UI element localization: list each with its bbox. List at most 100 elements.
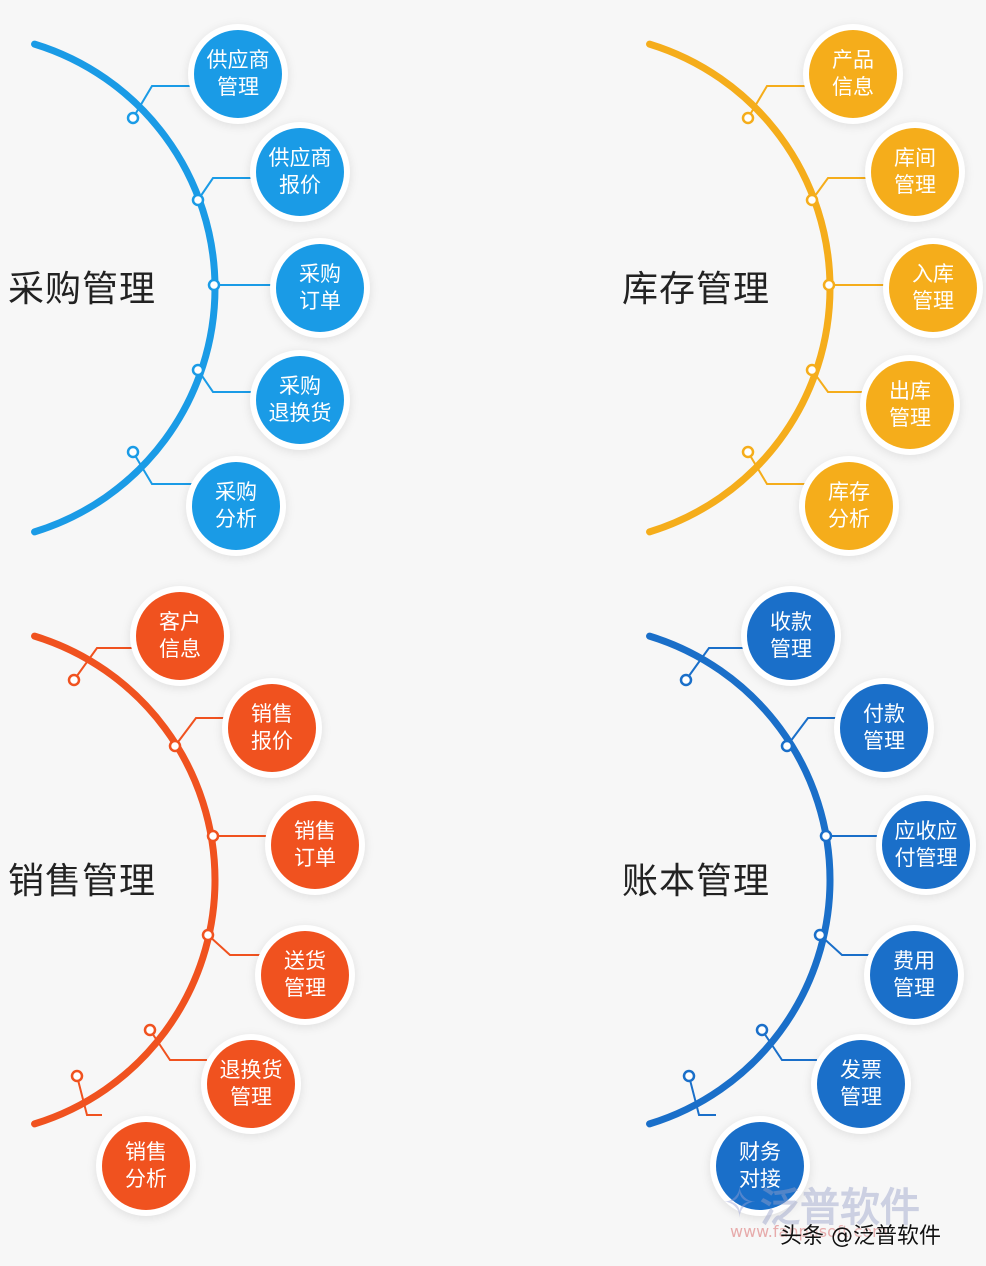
inventory-connectors [646, 40, 889, 536]
accounts-junction-dot [682, 1069, 696, 1083]
sales-junction-dot [70, 1069, 84, 1083]
node-label-line: 信息 [832, 75, 874, 99]
node-label-line: 发票 [840, 1058, 882, 1082]
sales-junction-dot [201, 928, 215, 942]
sales-connector-line [76, 1075, 102, 1116]
purchase-node[interactable]: 采购退换货 [256, 356, 344, 444]
inventory-junction-dot [741, 111, 755, 125]
node-label-line: 报价 [251, 729, 293, 753]
node-label-line: 管理 [893, 976, 935, 1000]
sales-node[interactable]: 客户信息 [136, 592, 224, 680]
node-label-line: 管理 [284, 976, 326, 1000]
accounts-junction-dot [780, 739, 794, 753]
purchase-junction-dot [207, 278, 221, 292]
node-label-line: 分析 [215, 507, 257, 531]
node-label-line: 销售 [251, 702, 293, 726]
purchase-node[interactable]: 供应商报价 [256, 128, 344, 216]
accounts-connector-line [688, 1075, 716, 1116]
inventory-node[interactable]: 库存分析 [805, 462, 893, 550]
inventory-junction-dot [805, 363, 819, 377]
purchase-connector-line [132, 85, 194, 119]
node-label-line: 库间 [894, 146, 936, 170]
node-label-line: 付管理 [894, 846, 958, 870]
accounts-connectors [646, 632, 882, 1128]
accounts-junction-dot [819, 829, 833, 843]
node-label-line: 报价 [279, 173, 321, 197]
accounts-arc [646, 632, 834, 1128]
accounts-junction-dot [813, 928, 827, 942]
purchase-junction-dot [126, 445, 140, 459]
watermark-brand: 泛普软件 [760, 1185, 920, 1231]
sales-junction-dot [206, 829, 220, 843]
accounts-node[interactable]: 发票管理 [817, 1040, 905, 1128]
node-label-line: 销售 [294, 819, 336, 843]
node-label-line: 订单 [299, 289, 341, 313]
node-label-line: 付款 [863, 702, 905, 726]
sales-node[interactable]: 销售分析 [102, 1122, 190, 1210]
sales-junction-dot [67, 673, 81, 687]
inventory-node[interactable]: 入库管理 [889, 244, 977, 332]
sales-junction-dot [143, 1023, 157, 1037]
accounts-node[interactable]: 财务对接 [716, 1122, 804, 1210]
accounts-node[interactable]: 收款管理 [747, 592, 835, 680]
node-label-line: 分析 [828, 507, 870, 531]
node-label-line: 入库 [912, 262, 954, 286]
purchase-node[interactable]: 采购分析 [192, 462, 280, 550]
footer-credit: 头条 @泛普软件 [780, 1224, 941, 1249]
node-label-line: 退换货 [268, 401, 332, 425]
node-label-line: 出库 [889, 379, 931, 403]
node-label-line: 管理 [889, 406, 931, 430]
accounts-junction-dot [755, 1023, 769, 1037]
purchase-connectors [31, 40, 276, 536]
node-label-line: 库存 [828, 480, 870, 504]
node-label-line: 收款 [770, 610, 812, 634]
purchase-connector-line [197, 177, 256, 201]
node-label-line: 管理 [912, 289, 954, 313]
inventory-node[interactable]: 产品信息 [809, 30, 897, 118]
node-label-line: 采购 [215, 480, 257, 504]
sales-connector-line [149, 1029, 207, 1061]
node-label-line: 管理 [894, 173, 936, 197]
accounts-node[interactable]: 费用管理 [870, 931, 958, 1019]
purchase-junction-dot [191, 193, 205, 207]
accounts-connector-line [786, 717, 840, 747]
node-label-line: 退换货 [219, 1058, 283, 1082]
inventory-node[interactable]: 库间管理 [871, 128, 959, 216]
node-label-line: 管理 [230, 1085, 272, 1109]
node-label-line: 销售 [125, 1140, 167, 1164]
purchase-connector-line [197, 369, 256, 393]
node-label-line: 产品 [832, 48, 874, 72]
node-label-line: 信息 [159, 637, 201, 661]
sales-connectors [31, 632, 271, 1128]
inventory-junction-dot [741, 445, 755, 459]
node-label-line: 采购 [279, 374, 321, 398]
accounts-node[interactable]: 应收应付管理 [882, 801, 970, 889]
node-label-line: 订单 [294, 846, 336, 870]
purchase-junction-dot [126, 111, 140, 125]
sales-connector-line [73, 647, 136, 681]
sales-node[interactable]: 退换货管理 [207, 1040, 295, 1128]
node-label-line: 送货 [284, 949, 326, 973]
sales-arc [31, 632, 219, 1128]
sales-connector-line [207, 934, 261, 956]
inventory-junction-dot [822, 278, 836, 292]
inventory-title: 库存管理 [622, 269, 771, 310]
purchase-node[interactable]: 采购订单 [276, 244, 364, 332]
inventory-junction-dot [805, 193, 819, 207]
node-label-line: 供应商 [268, 146, 332, 170]
inventory-node[interactable]: 出库管理 [866, 361, 954, 449]
node-label-line: 财务 [739, 1140, 781, 1164]
node-label-line: 供应商 [206, 48, 270, 72]
accounts-node[interactable]: 付款管理 [840, 684, 928, 772]
node-label-line: 管理 [840, 1085, 882, 1109]
sales-node[interactable]: 销售订单 [271, 801, 359, 889]
node-label-line: 管理 [217, 75, 259, 99]
sales-node[interactable]: 销售报价 [228, 684, 316, 772]
node-label-line: 客户 [159, 610, 201, 634]
sales-node[interactable]: 送货管理 [261, 931, 349, 1019]
accounts-title: 账本管理 [622, 861, 771, 902]
node-label-line: 管理 [863, 729, 905, 753]
node-label-line: 费用 [893, 949, 935, 973]
purchase-node[interactable]: 供应商管理 [194, 30, 282, 118]
